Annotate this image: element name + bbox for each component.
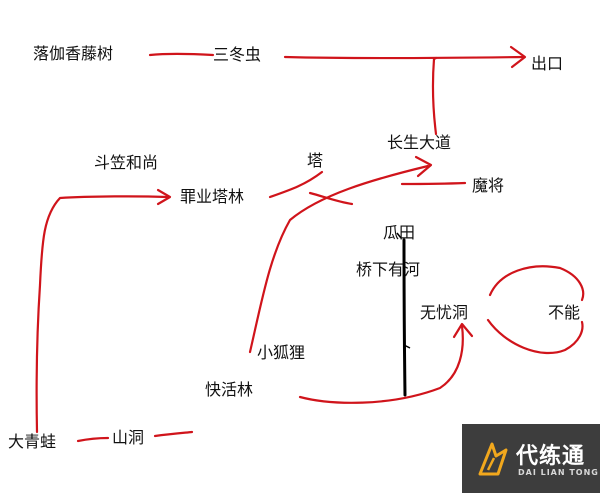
node-zuiye-talin: 罪业塔林 bbox=[180, 187, 245, 206]
node-exit: 出口 bbox=[531, 54, 564, 73]
route-wood-to-cave bbox=[298, 324, 464, 404]
route-fox-to-avenue bbox=[248, 164, 430, 354]
game-logo-icon bbox=[478, 442, 508, 476]
route-demon-to-avenue bbox=[400, 181, 467, 186]
node-san-dong-chong: 三冬虫 bbox=[213, 45, 262, 64]
route-avenue-to-exit bbox=[431, 56, 438, 136]
river-tick bbox=[403, 344, 411, 349]
node-mo-jiang: 魔将 bbox=[472, 176, 505, 195]
node-wuyou-dong: 无忧洞 bbox=[420, 303, 469, 322]
route-tree-to-insect bbox=[148, 52, 215, 57]
node-ta: 塔 bbox=[307, 151, 324, 170]
node-luojia-xiangteng-shu: 落伽香藤树 bbox=[33, 44, 114, 63]
node-changsheng-dadao: 长生大道 bbox=[387, 133, 452, 152]
node-qiao-xia-you-he: 桥下有河 bbox=[356, 260, 421, 279]
watermark: 代练通 DAI LIAN TONG bbox=[462, 424, 600, 493]
route-cave-tail bbox=[153, 430, 194, 438]
node-douli-heshang: 斗笠和尚 bbox=[94, 153, 159, 172]
river-tick bbox=[396, 232, 402, 239]
node-xiao-huli: 小狐狸 bbox=[257, 343, 306, 362]
arrowhead-forest bbox=[156, 188, 172, 206]
arrowhead-exit bbox=[509, 45, 527, 69]
arrowhead-avenue bbox=[414, 155, 433, 178]
node-gua-tian: 瓜田 bbox=[383, 223, 416, 242]
node-kuaihuo-lin: 快活林 bbox=[205, 380, 254, 399]
node-shan-dong: 山洞 bbox=[112, 428, 145, 447]
node-bu-neng: 不能 bbox=[548, 303, 581, 322]
route-forest-branch bbox=[268, 170, 324, 199]
river-line bbox=[402, 238, 407, 397]
route-frog-to-forest bbox=[35, 195, 169, 434]
watermark-name: 代练通 bbox=[516, 444, 586, 469]
route-insect-to-exit bbox=[283, 55, 526, 60]
route-frog-to-cave bbox=[76, 436, 110, 443]
arrowhead-worryfree bbox=[452, 322, 474, 339]
route-loop-lower bbox=[486, 318, 584, 355]
node-da-qingwa: 大青蛙 bbox=[8, 432, 57, 451]
route-tower-branch bbox=[308, 191, 354, 206]
route-loop-upper bbox=[488, 265, 585, 302]
watermark-subtitle: DAI LIAN TONG bbox=[518, 468, 599, 477]
